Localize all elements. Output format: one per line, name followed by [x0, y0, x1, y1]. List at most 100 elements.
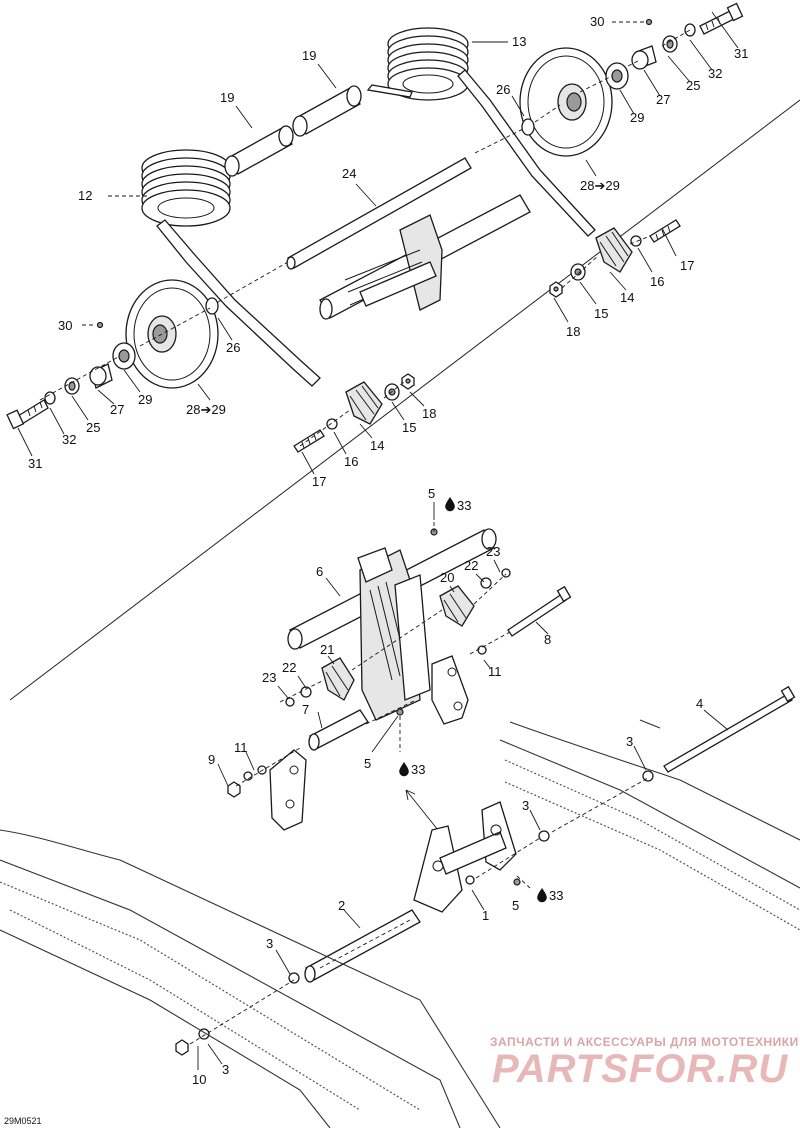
callout-label: 28➔29	[580, 178, 620, 193]
pin-8	[507, 585, 572, 637]
callout-label: 13	[512, 34, 526, 49]
shaft-24	[286, 157, 472, 270]
slider-20	[439, 585, 475, 627]
callout-label: 12	[78, 188, 92, 203]
washer-11-right	[477, 645, 487, 655]
callout-label: 7	[302, 702, 309, 717]
callout-label: 14	[620, 290, 634, 305]
sleeve-19-upper	[292, 85, 362, 137]
callout-label: 26	[226, 340, 240, 355]
cap-30-top	[645, 18, 653, 26]
callout-label: 23	[262, 670, 276, 685]
callout-label: 32	[708, 66, 722, 81]
idler-wheel-top-right	[519, 47, 613, 157]
callout-label: 14	[370, 438, 384, 453]
bushing-25-left	[64, 377, 80, 395]
callout-label: 17	[312, 474, 326, 489]
nut-23-lower	[285, 697, 295, 707]
callout-label: 5	[428, 486, 435, 501]
torsion-spring-12	[141, 149, 321, 387]
callout-label: 29	[138, 392, 152, 407]
grease-fitting-5-bottom	[513, 878, 521, 886]
callout-label: 18	[566, 324, 580, 339]
callout-label: 2	[338, 898, 345, 913]
callout-label: 25	[86, 420, 100, 435]
leader-lines	[17, 11, 739, 1070]
callout-label: 25	[686, 78, 700, 93]
callout-label: 4	[696, 696, 703, 711]
nut-18-left	[401, 373, 415, 390]
callout-label: 3	[222, 1062, 229, 1077]
bolt-31-top	[699, 2, 744, 35]
sleeve-19-lower	[224, 125, 294, 177]
callout-label: 30	[590, 14, 604, 29]
bracket-right-middle	[431, 655, 469, 725]
bushing-1	[465, 875, 475, 885]
callout-label: 16	[344, 454, 358, 469]
watermark-tagline: ЗАПЧАСТИ И АКСЕССУАРЫ ДЛЯ МОТОТЕХНИКИ	[490, 1035, 799, 1049]
front-arm-bracket	[413, 801, 517, 913]
cap-30-left	[96, 321, 104, 329]
callout-label: 19	[302, 48, 316, 63]
frame-rail-right	[499, 719, 800, 931]
callout-label: 28➔29	[186, 402, 226, 417]
callout-label: 33	[549, 888, 563, 903]
callout-label: 27	[656, 92, 670, 107]
washer-3-right-lower	[538, 830, 550, 842]
spacer-27-top	[631, 45, 657, 70]
alignment-line-top-right	[474, 29, 691, 154]
alignment-line-grease	[399, 522, 531, 889]
callout-label: 15	[402, 420, 416, 435]
callout-label: 1	[482, 908, 489, 923]
callout-label: 22	[282, 660, 296, 675]
callout-label: 11	[234, 740, 248, 755]
callout-label: 11	[488, 664, 502, 679]
callout-label: 5	[364, 756, 371, 771]
alignment-line-slider-right	[561, 235, 651, 289]
callout-label: 20	[440, 570, 454, 585]
alignment-line-top-left	[39, 261, 289, 401]
callout-label: 22	[464, 558, 478, 573]
center-arm-assembly	[357, 547, 431, 721]
grease-drop-icon	[537, 888, 547, 903]
slider-21	[321, 657, 355, 701]
washer-11-left-a	[243, 771, 253, 781]
frame-rail-left	[0, 829, 501, 1128]
washer-26-top	[521, 118, 535, 136]
callout-label: 18	[422, 406, 436, 421]
alignment-line-slider-left	[299, 381, 405, 447]
bearing-29-top	[605, 62, 629, 90]
callout-label: 6	[316, 564, 323, 579]
bushing-15-right	[570, 263, 586, 281]
callout-label: 3	[266, 936, 273, 951]
callout-labels: 30 31 32 25 27 29 13 19 19 26 28➔29 12 2…	[28, 14, 748, 1087]
callout-label: 9	[208, 752, 215, 767]
slider-14-left	[345, 381, 383, 425]
watermark-logo: PARTSFOR.RU	[492, 1047, 788, 1091]
washer-3-left-upper	[288, 972, 300, 984]
callout-label: 19	[220, 90, 234, 105]
grease-fitting-5-middle	[396, 708, 404, 716]
callout-label: 32	[62, 432, 76, 447]
bolt-31-left	[6, 399, 49, 430]
washer-16-right	[630, 235, 642, 247]
alignment-line-bottom-upper	[279, 573, 507, 703]
callout-label: 21	[320, 642, 334, 657]
slider-14-right	[595, 227, 633, 273]
grease-drop-icon	[445, 497, 455, 512]
drawing-code: 29M0521	[4, 1116, 42, 1126]
alignment-line-bottom-center	[189, 777, 649, 1045]
washer-11-left-b	[257, 765, 267, 775]
upper-arm-assembly	[319, 194, 531, 320]
callout-label: 31	[28, 456, 42, 471]
long-bolt-4	[663, 685, 796, 773]
washer-26-left	[205, 297, 219, 315]
callout-label: 8	[544, 632, 551, 647]
callout-label: 30	[58, 318, 72, 333]
bracket-left-middle	[269, 749, 307, 831]
shaft-7	[308, 709, 369, 751]
callout-label: 33	[411, 762, 425, 777]
callout-label: 23	[486, 544, 500, 559]
washer-3-right-upper	[642, 770, 654, 782]
